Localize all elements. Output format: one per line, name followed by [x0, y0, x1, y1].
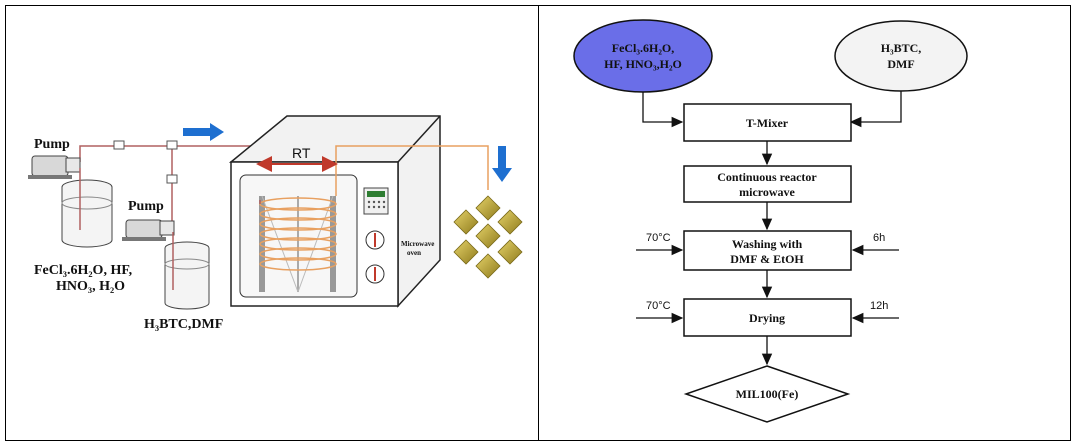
flow-arrow-icon — [183, 123, 224, 141]
apparatus-schematic: Pump FeCl₃.6H₂O, HF, HNO₃, H₂O Pump H₃BT… — [28, 115, 523, 332]
oven-label-line1: Microwave — [401, 240, 434, 248]
tank1-label-line1: FeCl₃.6H₂O, HF, — [34, 263, 132, 278]
tank1-label-line2: HNO₃, H₂O — [56, 279, 125, 294]
pump-bottom-label: Pump — [128, 199, 164, 214]
pump-icon — [28, 155, 81, 179]
tank-2 — [164, 232, 210, 310]
pump-icon — [122, 219, 175, 241]
rt-label: RT — [292, 145, 311, 161]
panel-divider — [538, 5, 539, 441]
valve-icon — [113, 140, 125, 150]
tank-1 — [61, 168, 113, 248]
oven-label-line2: oven — [407, 249, 421, 257]
crystal-product — [453, 195, 523, 279]
pump-top-label: Pump — [34, 137, 70, 152]
coil-reactor — [259, 195, 337, 293]
junction-icon — [166, 140, 178, 184]
tank2-label: H₃BTC,DMF — [144, 317, 223, 332]
flow-down-arrow-icon — [492, 146, 512, 182]
